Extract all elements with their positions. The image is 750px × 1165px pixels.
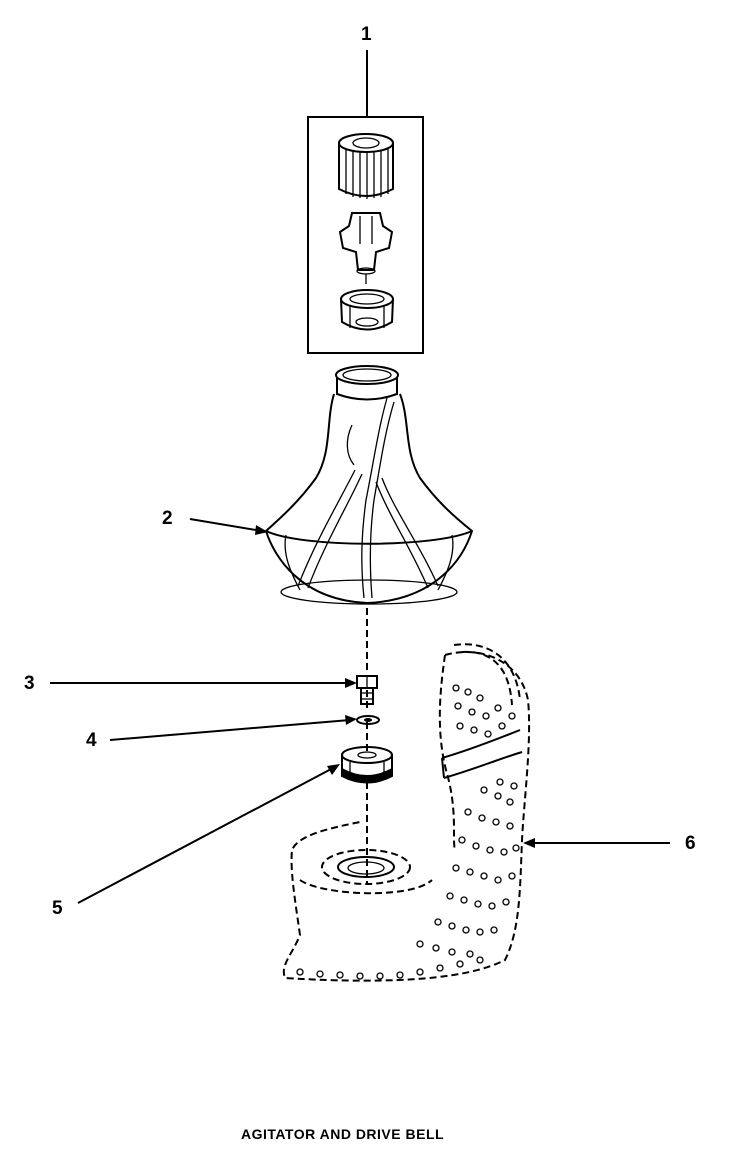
- part-1-cap-assembly: [307, 116, 424, 354]
- callout-6: 6: [685, 833, 696, 854]
- part-5-drive-bell: [341, 746, 393, 784]
- leader-line-2: [189, 518, 263, 532]
- part-2-agitator: [264, 365, 474, 605]
- callout-2: 2: [162, 508, 173, 529]
- callout-3: 3: [24, 673, 35, 694]
- part-1-frame: [307, 116, 424, 354]
- callout-4: 4: [86, 730, 97, 751]
- part-3-bolt: [356, 675, 378, 705]
- leader-lines: [50, 518, 670, 904]
- leader-line-4: [109, 719, 351, 741]
- callout-5: 5: [52, 898, 63, 919]
- part-4-washer: [356, 715, 380, 725]
- leader-line-5: [77, 767, 334, 904]
- diagram-caption: AGITATOR AND DRIVE BELL: [240, 1126, 445, 1142]
- part-6-wash-tub: [282, 643, 531, 982]
- callout-1: 1: [361, 24, 372, 45]
